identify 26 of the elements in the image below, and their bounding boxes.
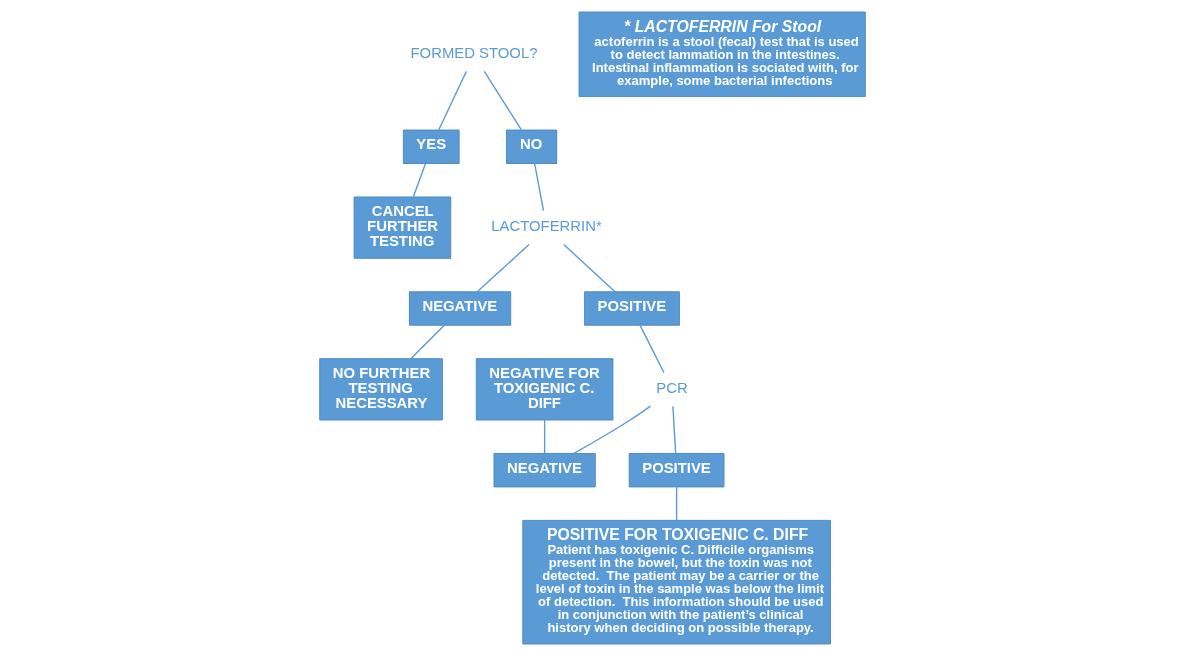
node-text: FORMED STOOL?	[410, 44, 537, 61]
connector	[543, 419, 545, 454]
node-box: POSITIVE FOR TOXIGENIC C. DIFF Patient has toxigenic C. Difficile organisms present in the bowel, but the toxin was not detected. The patient may be a carrier or the level of toxin in the sample was below the limit of detection. This information should be used in conjunction with the patient’s clinical history when deciding on possible therapy.	[521, 519, 831, 645]
connector	[412, 163, 426, 198]
connector	[671, 405, 676, 454]
connector	[638, 324, 665, 374]
node-box: POSITIVE	[583, 291, 680, 326]
node-box: NEGATIVE	[493, 453, 596, 488]
connector	[572, 405, 651, 454]
node-box: YES	[402, 129, 460, 164]
node-box: CANCEL FURTHER TESTING	[353, 196, 451, 259]
connector	[409, 324, 445, 360]
node-box: NEGATIVE	[408, 291, 511, 326]
node-box: NO	[505, 129, 557, 164]
node-text: PCR	[655, 379, 688, 396]
connector	[675, 486, 677, 521]
node-box: NO FURTHER TESTING NECESSARY	[318, 358, 443, 421]
node-text: LACTOFERRIN*	[490, 218, 602, 235]
connector	[562, 243, 615, 293]
connector	[437, 70, 467, 131]
connector	[483, 70, 522, 131]
connector	[476, 243, 530, 293]
node-box: * LACTOFERRIN For Stool actoferrin is a stool (fecal) test that is used to detect lammation in the intestines. Intestinal inflammation is sociated with, for example, some bacterial infections	[578, 11, 866, 98]
connector	[533, 163, 544, 212]
node-box: NEGATIVE FOR TOXIGENIC C. DIFF	[475, 358, 613, 421]
node-box: POSITIVE	[628, 453, 724, 488]
